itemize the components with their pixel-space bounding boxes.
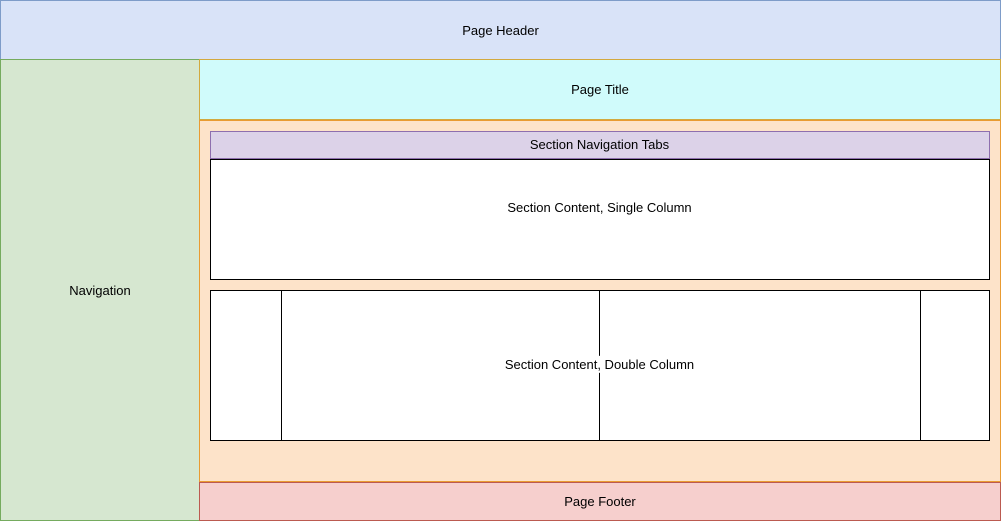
section-navigation-tabs: Section Navigation Tabs <box>209 130 990 159</box>
page-footer: Page Footer <box>199 482 1001 521</box>
navigation-label: Navigation <box>69 282 131 298</box>
page-title: Page Title <box>199 59 1001 120</box>
section-container: Section Navigation Tabs Section Content,… <box>199 120 1001 482</box>
navigation-sidebar: Navigation <box>0 59 199 521</box>
double-column-left <box>281 290 599 440</box>
section-navigation-tabs-label: Section Navigation Tabs <box>529 137 670 152</box>
page-title-label: Page Title <box>571 82 629 97</box>
section-content-double-column: Section Content, Double Column <box>209 289 990 441</box>
section-content-single-column: Section Content, Single Column <box>209 158 990 280</box>
double-column-label: Section Content, Double Column <box>500 355 699 373</box>
double-column-left-margin <box>211 291 282 440</box>
single-column-label: Section Content, Single Column <box>507 199 692 215</box>
page-footer-label: Page Footer <box>564 494 636 509</box>
page-header-label: Page Header <box>462 22 539 38</box>
double-column-right-margin <box>919 290 989 440</box>
page-header: Page Header <box>0 0 1001 59</box>
